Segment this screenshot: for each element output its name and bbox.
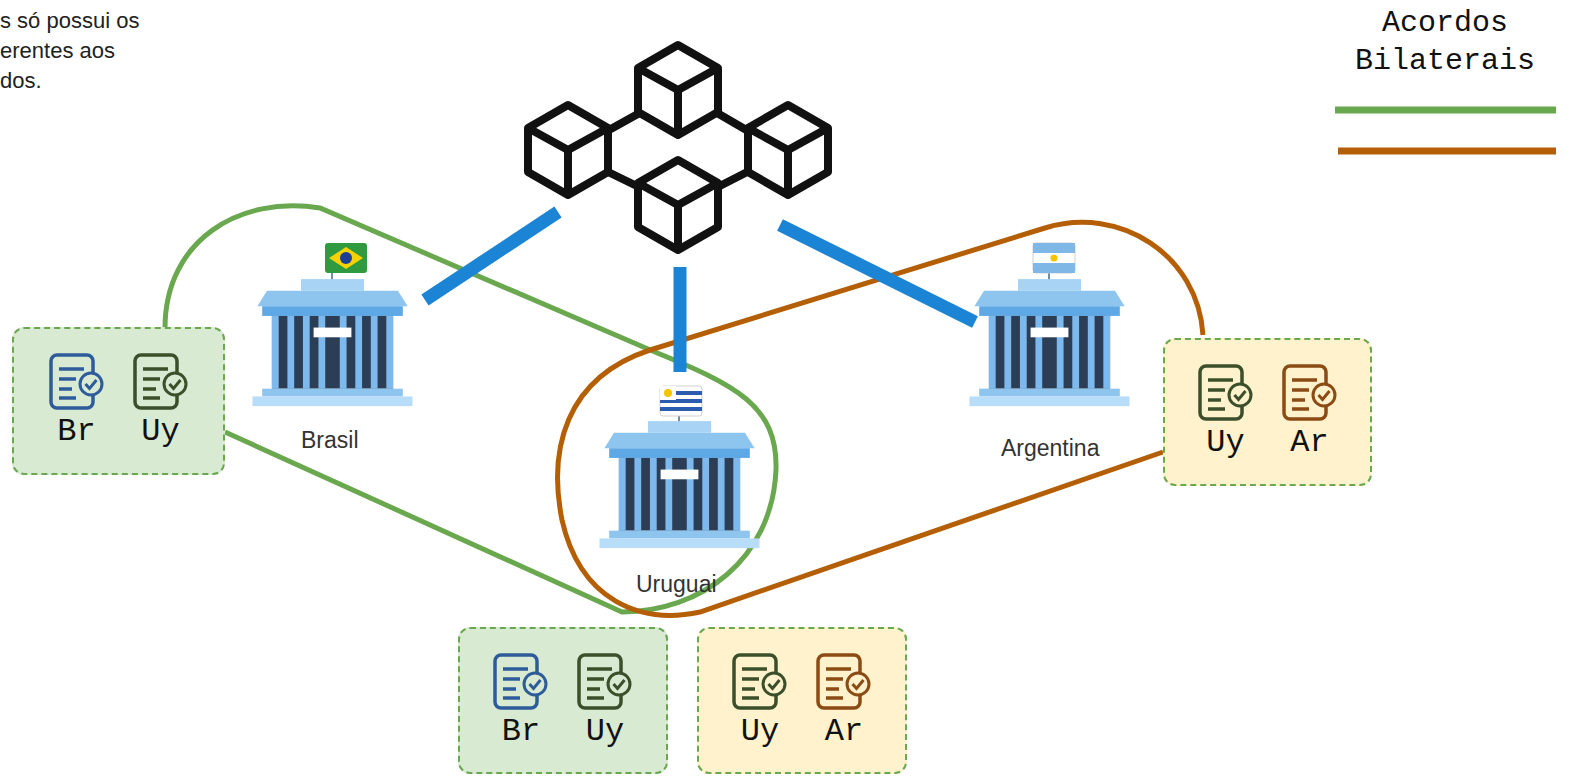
document-icon [729,651,791,713]
brown-agreement-loop [558,222,1203,615]
country-name: Uruguai [636,571,717,598]
document-column: Br [481,651,561,751]
country-code: Uy [741,713,779,751]
country-code: Uy [586,713,624,751]
customs-label: Brasil [297,425,363,456]
document-icon [813,651,875,713]
blockchain-icon [528,45,828,250]
country-code: Br [57,413,95,451]
document-pair-box: Br Uy [12,327,225,475]
document-pair-box: Uy Ar [697,627,907,774]
customs-building [253,250,413,406]
country-code: Ar [1290,424,1328,462]
document-column: Uy [1186,362,1266,462]
document-column: Uy [121,351,201,451]
country-name: Brasil [301,427,359,454]
note-text: s só possui os erentes aos dos. [0,6,160,96]
document-pair-box: Br Uy [458,627,668,774]
argentina-flag [1033,243,1075,273]
country-code: Br [502,713,540,751]
document-column: Ar [804,651,884,751]
document-icon [574,651,636,713]
country-code: Ar [825,713,863,751]
legend-line-brown [1338,148,1556,155]
document-icon [1279,362,1341,424]
green-agreement-loop [165,206,776,612]
country-code: Uy [1206,424,1244,462]
country-code: Uy [141,413,179,451]
customs-label: Argentina [997,433,1103,464]
document-column: Uy [720,651,800,751]
document-column: Br [37,351,117,451]
legend-title: Acordos Bilaterais [1320,4,1570,80]
document-icon [130,351,192,413]
document-icon [1195,362,1257,424]
document-icon [46,351,108,413]
document-icon [490,651,552,713]
document-column: Uy [565,651,645,751]
customs-label: Uruguai [632,569,721,600]
brazil-flag [325,243,367,273]
document-column: Ar [1270,362,1350,462]
legend-line-green [1335,107,1556,114]
uruguay-flag [660,386,702,416]
document-pair-box: Uy Ar [1163,338,1372,486]
country-name: Argentina [1001,435,1099,462]
